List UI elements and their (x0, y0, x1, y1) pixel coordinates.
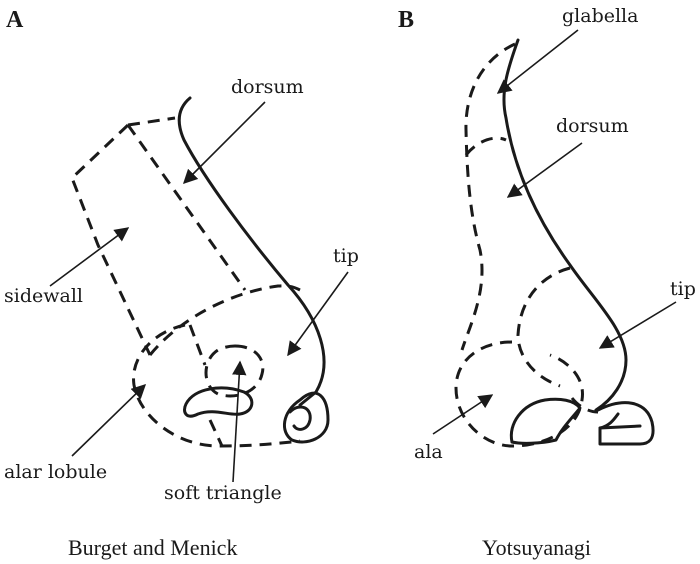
panel-b-outer-outline (460, 42, 516, 351)
panel-a-dorsum-sidewall-line (126, 124, 247, 291)
panel-a-upper-boundary (127, 116, 176, 127)
panel-a-label-alar-lobule: alar lobule (4, 461, 107, 483)
panel-a-nostril-inner (288, 405, 312, 431)
panel-a-arrow-sidewall (49, 227, 130, 287)
panel-b-arrow-glabella (496, 29, 579, 94)
panel-a-arrow-dorsum (182, 101, 266, 185)
panel-b-arrow-dorsum (506, 142, 583, 198)
panel-b-letter: B (398, 7, 414, 33)
panel-a-label-tip: tip (333, 245, 359, 267)
panel-b-tip-boundary (516, 266, 571, 388)
panel-b-label-glabella: glabella (562, 5, 638, 27)
panel-b-ala-connector (570, 397, 599, 414)
panel-b: B glabella dorsum tip ala Yotsuyanagi (398, 5, 696, 560)
panel-b-glabella-boundary (464, 136, 507, 156)
panel-a-columella (283, 391, 330, 444)
panel-b-arrow-tip (598, 301, 677, 349)
panel-b-label-dorsum: dorsum (556, 115, 629, 137)
panel-a-nose-profile (177, 96, 326, 407)
panel-a-arrow-soft-triangle (232, 360, 247, 483)
panel-a-nostril (183, 386, 254, 418)
panel-b-caption: Yotsuyanagi (482, 535, 591, 560)
panel-a-alar-lobule (132, 323, 301, 448)
panel-a-label-sidewall: sidewall (4, 285, 83, 307)
panel-a-sidewall-outline (70, 123, 152, 356)
panel-b-ala-lobule (454, 340, 584, 448)
panel-a-arrow-alar-lobule (71, 383, 147, 457)
panel-b-columella (596, 401, 655, 446)
panel-b-nose-profile (502, 38, 628, 412)
panel-b-nostril (509, 397, 582, 445)
panel-a-inner-ala-line (188, 324, 207, 366)
panel-b-label-tip: tip (670, 278, 696, 300)
panel-b-arrow-ala (432, 394, 494, 435)
panel-b-label-ala: ala (414, 441, 443, 463)
panel-a-ala-base-line (208, 419, 224, 447)
panel-a-label-soft-triangle: soft triangle (164, 482, 282, 504)
panel-a: A dorsum tip sidewall alar lobule soft t… (4, 7, 359, 560)
panel-a-tip-boundary (148, 284, 301, 356)
panel-a-letter: A (6, 7, 24, 33)
panel-a-arrow-tip (287, 271, 349, 357)
panel-a-caption: Burget and Menick (68, 535, 237, 560)
panel-a-label-dorsum: dorsum (231, 76, 304, 98)
panel-b-nostril-inner (598, 424, 642, 430)
